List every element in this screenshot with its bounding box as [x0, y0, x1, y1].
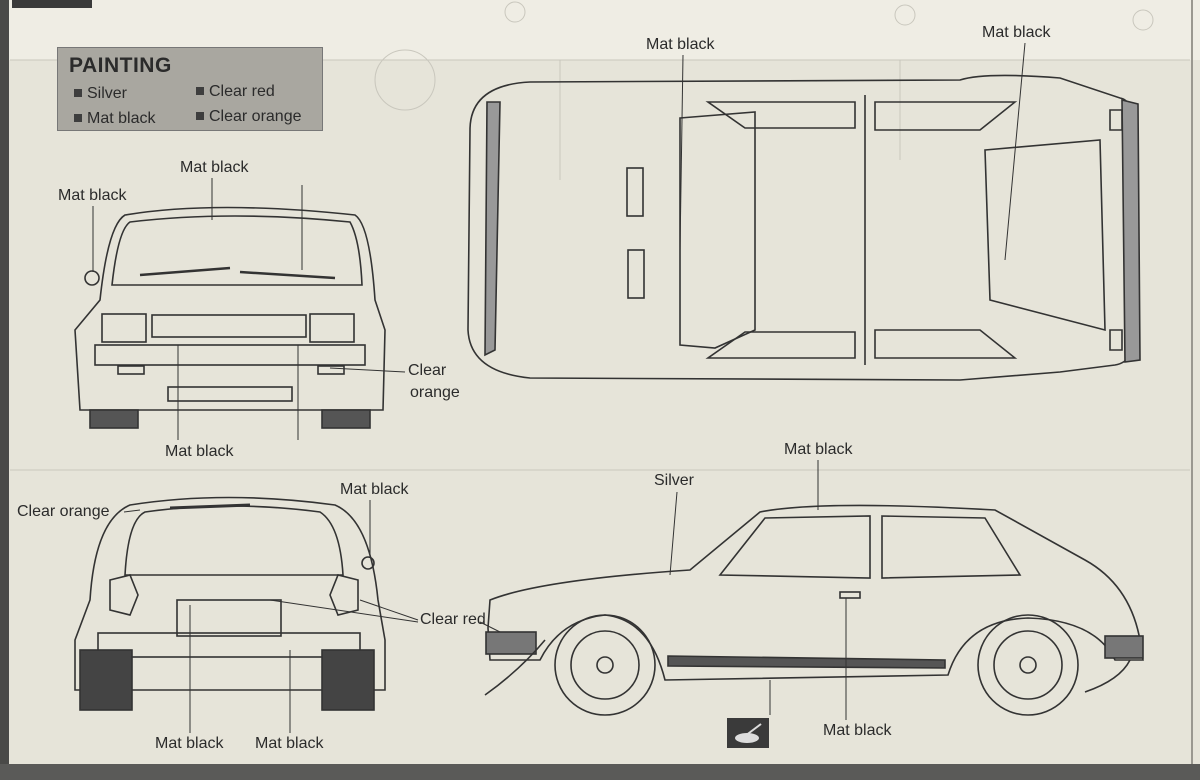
car-front-view: [74, 206, 386, 429]
label-side-bottom: Mat black: [823, 722, 892, 739]
car-side-view: [484, 504, 1144, 716]
page-edge-left: [0, 0, 9, 780]
legend-item-silver: Silver: [74, 85, 127, 103]
label-rear-clear-orange: Clear orange: [17, 503, 110, 520]
car-rear-view: [74, 496, 386, 711]
leader-lines: [92, 42, 1026, 733]
label-front-bottom: Mat black: [165, 443, 234, 460]
page-edge-bottom: [0, 764, 1200, 780]
label-rear-mirror: Mat black: [340, 481, 409, 498]
page-edge-right: [1191, 0, 1193, 764]
label-side-roof: Mat black: [784, 441, 853, 458]
legend-title: PAINTING: [69, 54, 172, 77]
paint-brush-dish-icon: [727, 718, 769, 748]
label-rear-clear-red: Clear red: [420, 611, 486, 628]
legend-item-clear-red: Clear red: [196, 83, 275, 101]
label-rear-bottom-right: Mat black: [255, 735, 324, 752]
step-number-block: [12, 0, 92, 8]
label-top-view-left: Mat black: [646, 36, 715, 53]
painting-legend: PAINTING Silver Clear red Mat black Clea…: [57, 47, 323, 131]
label-front-top: Mat black: [180, 159, 249, 176]
car-top-view: [467, 74, 1141, 381]
legend-item-clear-orange: Clear orange: [196, 108, 302, 126]
label-front-clear-orange-2: orange: [410, 384, 460, 401]
label-top-view-right: Mat black: [982, 24, 1051, 41]
legend-item-mat-black: Mat black: [74, 110, 155, 128]
label-rear-bottom-left: Mat black: [155, 735, 224, 752]
label-side-silver: Silver: [654, 472, 695, 489]
label-front-mirror: Mat black: [58, 187, 127, 204]
label-front-clear-orange-1: Clear: [408, 362, 447, 379]
